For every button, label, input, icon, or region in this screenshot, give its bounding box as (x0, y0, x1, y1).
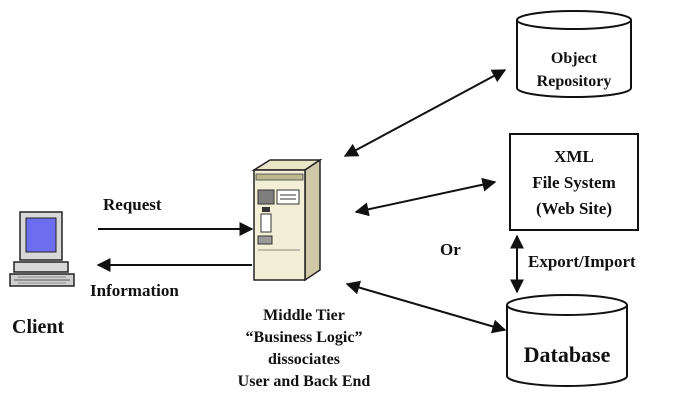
request-label: Request (103, 195, 162, 214)
database-cylinder (506, 294, 628, 387)
information-label: Information (90, 281, 179, 300)
or-label: Or (440, 240, 461, 259)
xml-line3: (Web Site) (536, 199, 612, 218)
middle-tier-line3: dissociates (268, 351, 340, 368)
object-repository-cylinder (516, 10, 632, 98)
server-xml-arrow (354, 177, 497, 217)
server-database-arrow (345, 280, 507, 334)
client-label: Client (12, 316, 65, 338)
server-repository-arrow (343, 69, 507, 157)
middle-tier-line1: Middle Tier (263, 307, 345, 324)
object-repository-line2: Repository (537, 73, 612, 90)
xml-file-system-box (509, 133, 639, 231)
database-label: Database (524, 342, 611, 367)
object-repository-line1: Object (551, 50, 598, 67)
client-computer-icon (9, 211, 75, 287)
server-icon (251, 158, 323, 282)
middle-tier-line4: User and Back End (238, 373, 371, 390)
xml-line2: File System (532, 173, 616, 192)
xml-line1: XML (554, 147, 594, 166)
middle-tier-line2: “Business Logic” (246, 329, 363, 346)
export-import-label: Export/Import (528, 252, 636, 271)
